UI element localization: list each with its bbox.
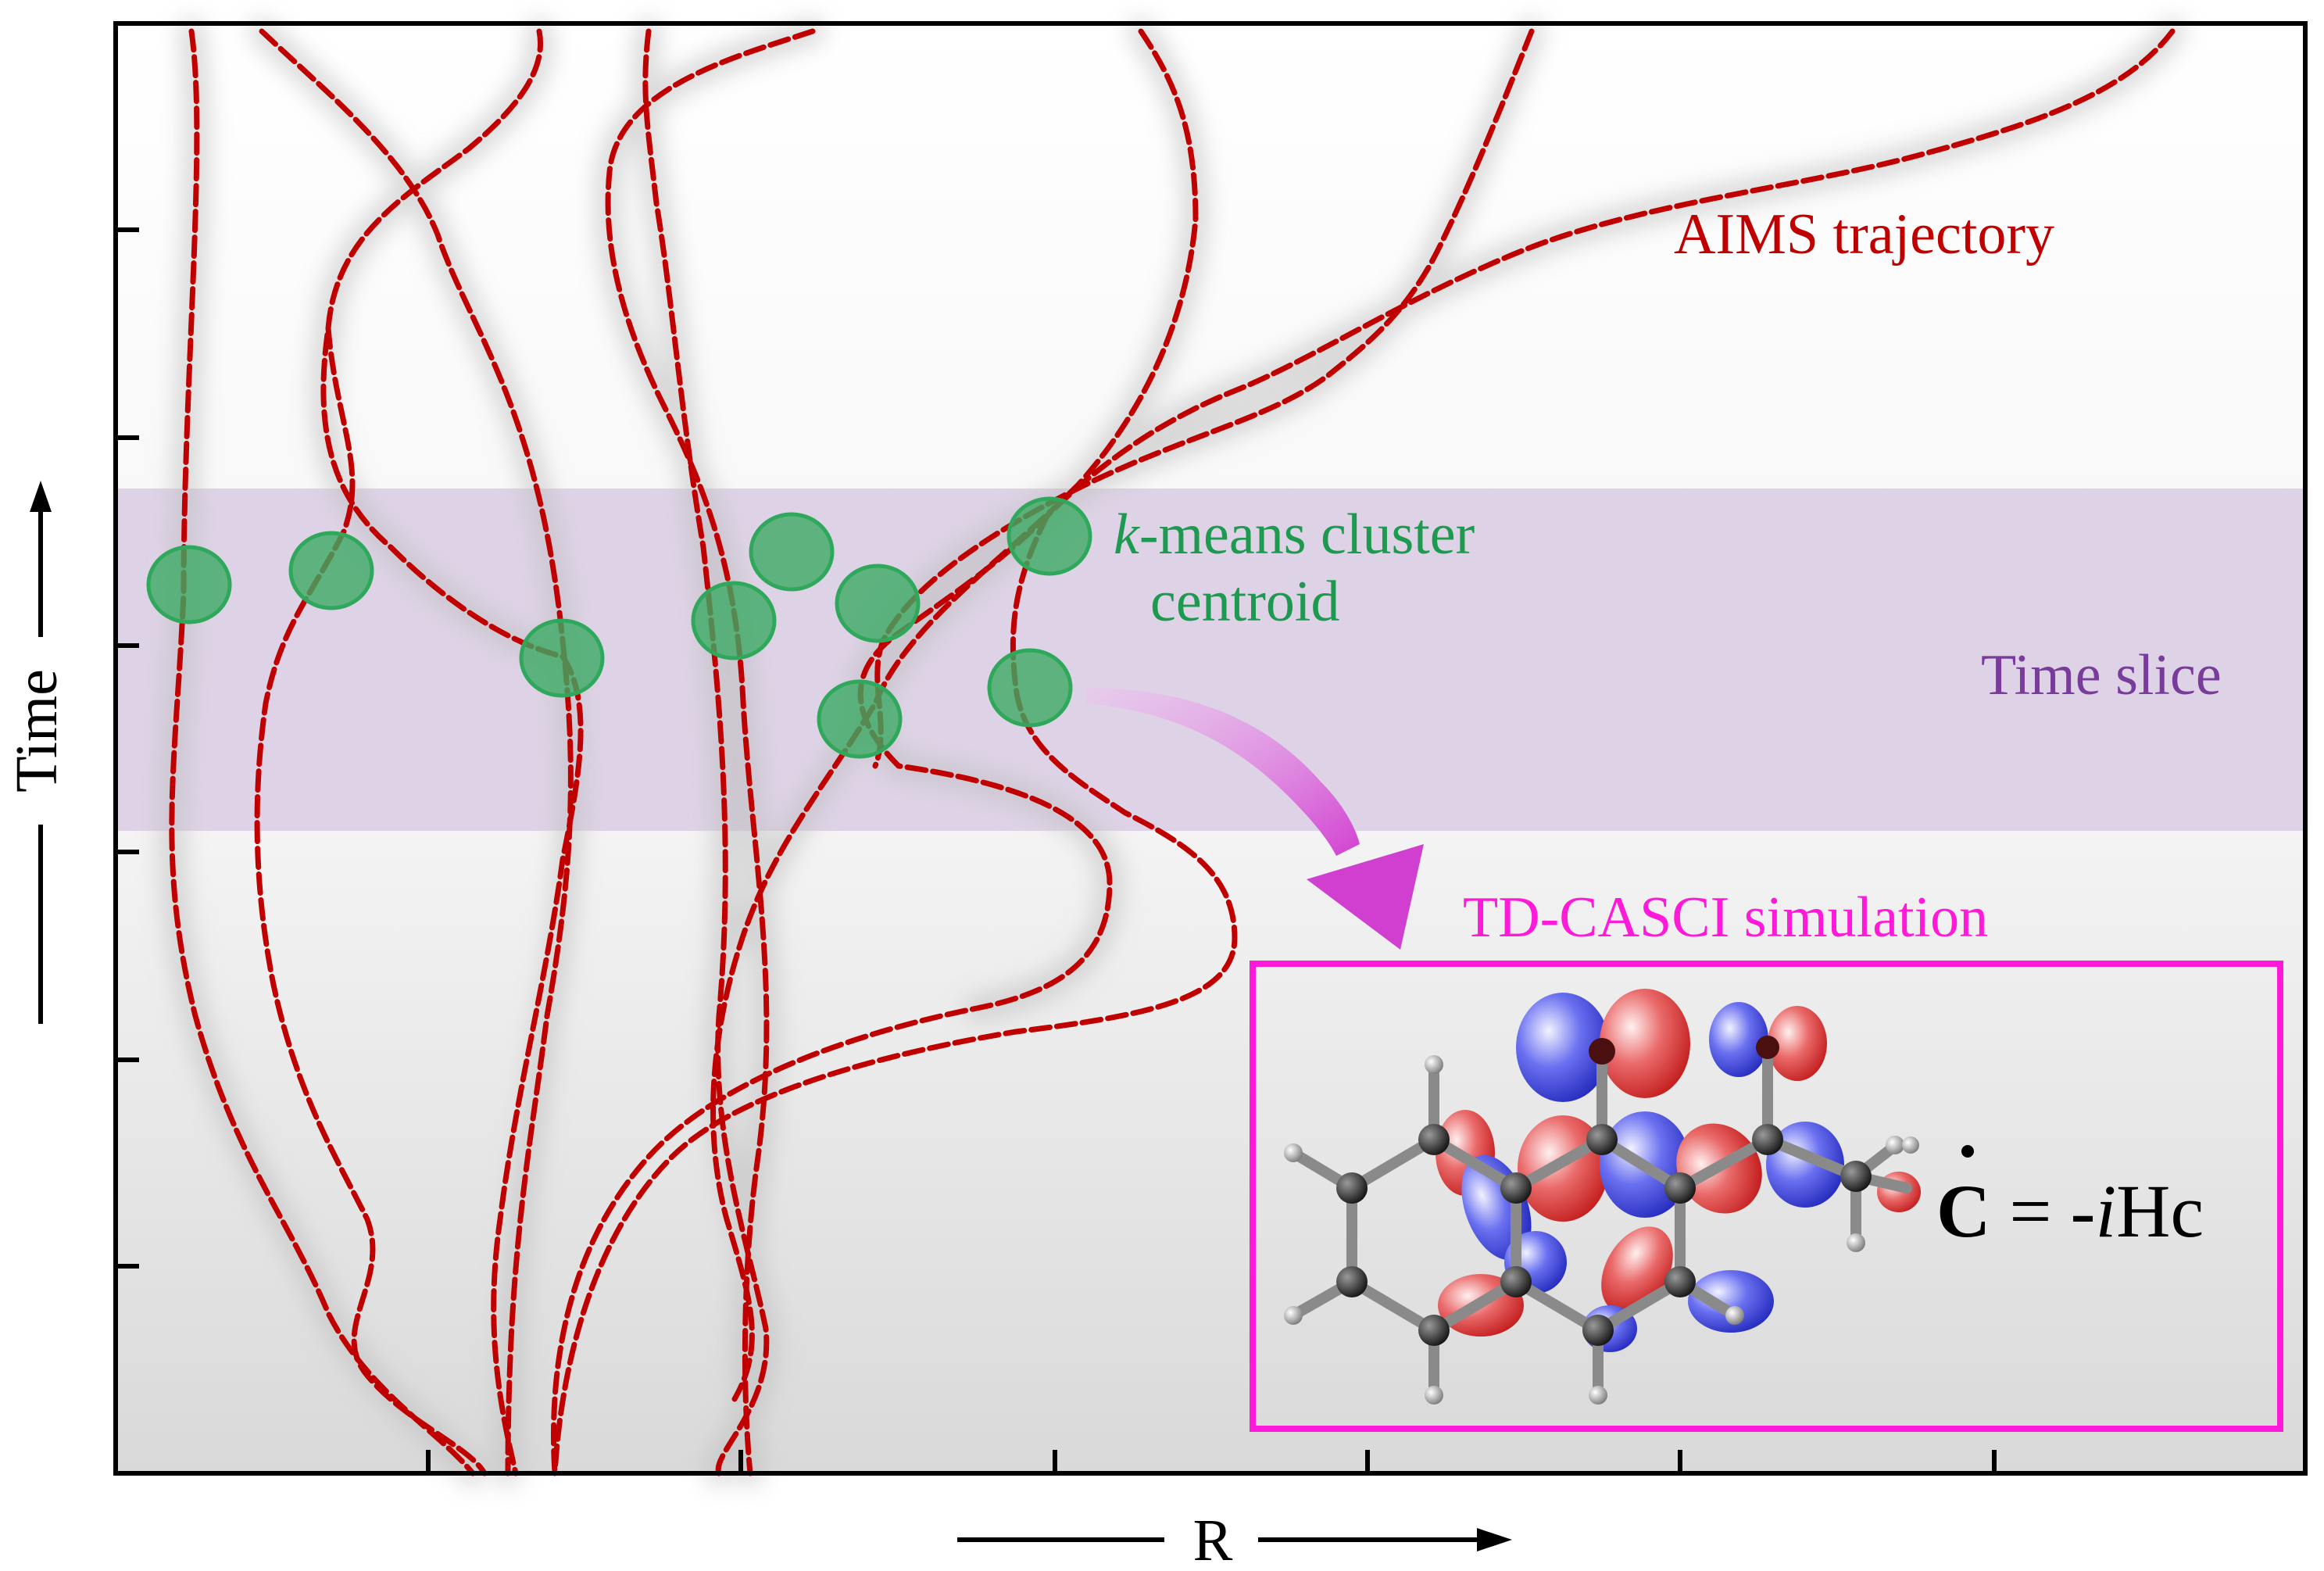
y-axis-label: Time: [4, 669, 70, 793]
equation-rhs: Hc: [2116, 1169, 2204, 1253]
trajectory-line: [491, 653, 584, 1476]
trajectory-line: [254, 325, 488, 1476]
axes-frame: [113, 21, 2308, 1476]
up-arrow-icon: [30, 481, 52, 512]
plot-border: [113, 21, 2308, 1476]
trajectory-label: AIMS trajectory: [1674, 202, 2054, 267]
right-arrow-icon: [1477, 1528, 1512, 1551]
curved-arrow-icon: [1086, 688, 1424, 950]
centroid-marker: [1006, 496, 1092, 576]
carbon-atoms: [1336, 1036, 1872, 1346]
simulation-label: TD-CASCI simulation: [1463, 886, 1988, 950]
cluster-centroids: [146, 496, 1092, 759]
cluster-label-rest: -means cluster: [1139, 503, 1475, 567]
time-slice-band: [116, 488, 2305, 831]
pointer-arrow-shaft: [1086, 688, 1360, 856]
dot-accent-icon: [1961, 1145, 1974, 1158]
equation-i: i: [2095, 1169, 2116, 1253]
centroid-marker: [288, 531, 374, 610]
molecule-orbital-icon: [1284, 989, 1921, 1405]
time-slice-label: Time slice: [1981, 643, 2222, 707]
centroid-marker: [749, 512, 835, 592]
pointer-arrow-head: [1307, 844, 1424, 950]
centroid-marker: [519, 618, 605, 698]
x-axis: R: [957, 1508, 1512, 1571]
plot-area: [116, 23, 2305, 1473]
trajectory-line: [169, 28, 476, 1476]
simulation-box-border: [1250, 961, 2283, 1432]
trajectory-line: [642, 28, 770, 1476]
hydrogen-atoms: [1284, 1055, 1919, 1405]
equation-lhs: C: [1936, 1169, 1990, 1253]
cluster-label: k-means cluster: [1114, 503, 1475, 567]
equation-text: C = -iHc: [1936, 1169, 2204, 1253]
centroid-marker: [691, 581, 777, 660]
simulation-box: C = -iHc: [1250, 961, 2283, 1432]
x-axis-label: R: [1193, 1508, 1233, 1571]
cluster-label-italic: k: [1114, 503, 1140, 567]
centroid-marker: [817, 679, 903, 759]
centroid-marker: [987, 648, 1073, 728]
cluster-label-line2: centroid: [1150, 570, 1339, 634]
centroid-marker: [146, 545, 232, 624]
y-axis: Time: [4, 481, 70, 1024]
centroid-marker: [835, 564, 921, 643]
equation: C = -iHc: [1936, 1145, 2204, 1253]
equation-equals: = -: [1990, 1169, 2095, 1253]
